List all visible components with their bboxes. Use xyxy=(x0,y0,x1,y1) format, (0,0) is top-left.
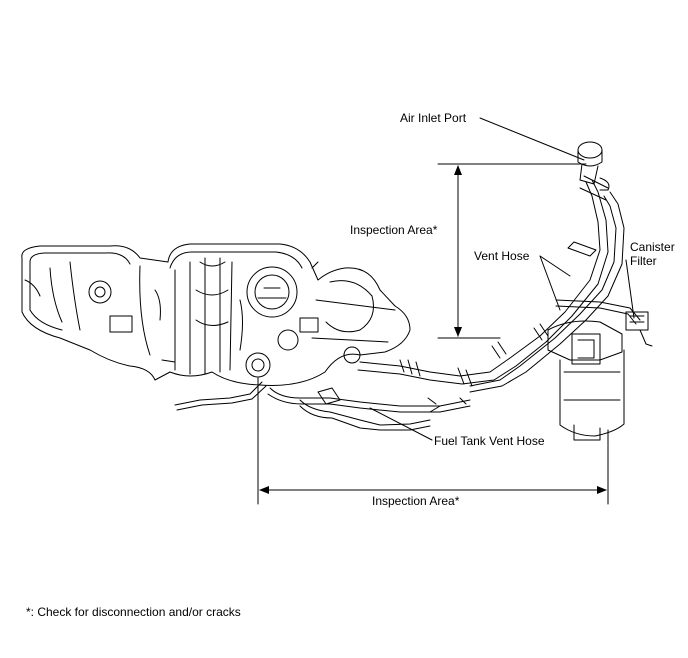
fuel-tank-vent-hose-label: Fuel Tank Vent Hose xyxy=(434,434,545,448)
vent-hose-leader-1 xyxy=(539,255,571,277)
leader-lines xyxy=(369,117,635,441)
vent-hose-label: Vent Hose xyxy=(474,249,530,263)
fuel-tank-vent-hose-leader xyxy=(369,407,433,441)
canister-filter-label-line1: Canister xyxy=(630,240,675,254)
air-inlet-port-part xyxy=(577,141,610,191)
air-inlet-port-label: Air Inlet Port xyxy=(400,111,467,125)
inspection-area-vertical-label: Inspection Area* xyxy=(350,223,438,237)
canister-part xyxy=(547,311,653,441)
canister-filter-label-line2: Filter xyxy=(630,254,657,268)
footnote: *: Check for disconnection and/or cracks xyxy=(26,605,241,619)
inspection-area-dimensions xyxy=(257,163,609,505)
vent-hose-bundle xyxy=(357,175,641,393)
fuel-tank xyxy=(21,243,411,386)
air-inlet-leader xyxy=(479,117,585,161)
under-tank-hoses xyxy=(174,381,471,431)
inspection-area-horizontal-label: Inspection Area* xyxy=(372,494,460,508)
vent-hose-leader-2 xyxy=(539,255,561,311)
canister-filter-leader xyxy=(625,259,635,319)
